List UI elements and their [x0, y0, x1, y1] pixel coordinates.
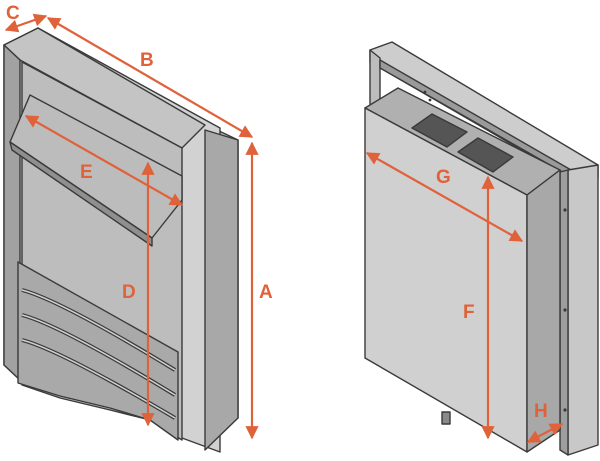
dimension-label-h: H: [534, 401, 548, 422]
front-view-fireplace: [3, 27, 239, 453]
dimension-label-g: G: [436, 167, 451, 188]
dimension-lines: [4, 13, 564, 443]
dimension-label-d: D: [122, 282, 136, 303]
screw: [563, 308, 567, 312]
rear-frame-right: [567, 164, 599, 456]
dimension-g-line: [365, 152, 524, 242]
rear-frame-right-edge: [559, 169, 569, 456]
front-surround-side: [204, 129, 239, 451]
rear-foot: [441, 411, 451, 425]
dimension-label-f: F: [463, 302, 475, 323]
dimension-labels: A B C D E F G H: [6, 3, 548, 422]
screw: [428, 98, 432, 102]
dimension-label-b: B: [140, 50, 154, 71]
rear-frame-screws: [423, 90, 567, 412]
dimension-label-e: E: [80, 162, 93, 183]
dimension-c-line: [4, 13, 48, 33]
dimension-label-a: A: [259, 282, 273, 303]
rear-vent-grille: [411, 113, 468, 148]
dimension-label-c: C: [6, 3, 20, 24]
dimension-b-line: [46, 17, 254, 138]
rear-view-fireplace: [364, 41, 599, 456]
dimension-h-line: [526, 423, 564, 443]
screw: [563, 208, 567, 212]
screw: [563, 408, 567, 412]
screw: [423, 90, 427, 94]
dimension-e-line: [24, 115, 184, 206]
